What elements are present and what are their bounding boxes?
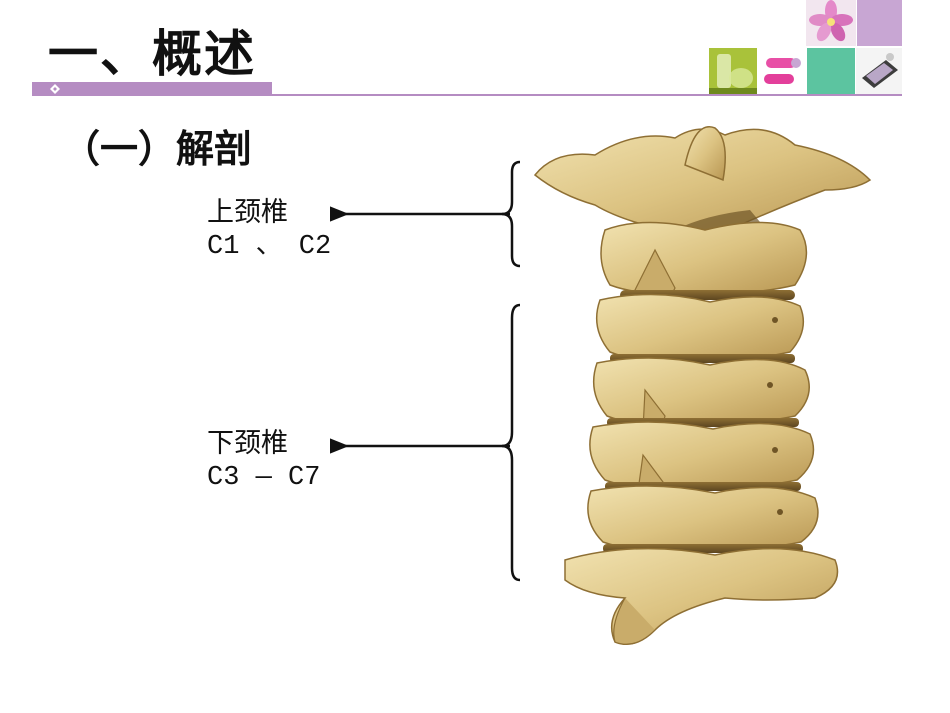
bottle-image <box>709 48 757 94</box>
compact-image <box>856 48 902 94</box>
annotation-layer <box>330 160 521 582</box>
teal-tile <box>807 48 855 94</box>
upper-cervical-range: C1 、 C2 <box>207 232 332 262</box>
section-subtitle: （一）解剖 <box>62 127 253 171</box>
lower-cervical-label: 下颈椎 C3 — C7 <box>207 427 320 495</box>
top-purple-strip <box>857 0 902 46</box>
title-accent-bar <box>32 82 272 96</box>
brace-icon <box>501 303 521 582</box>
upper-cervical-label: 上颈椎 C1 、 C2 <box>207 196 331 264</box>
upper-cervical-name: 上颈椎 <box>207 197 288 228</box>
title-underline <box>272 94 902 96</box>
page-title: 一、概述 <box>48 25 256 83</box>
brace-icon <box>501 160 521 268</box>
rollers-image <box>758 48 806 94</box>
lower-cervical-range: C3 — C7 <box>207 463 321 493</box>
diamond-icon <box>50 84 60 94</box>
lower-cervical-name: 下颈椎 <box>207 428 288 459</box>
flower-image <box>806 0 856 46</box>
cervical-spine-illustration <box>533 126 872 645</box>
